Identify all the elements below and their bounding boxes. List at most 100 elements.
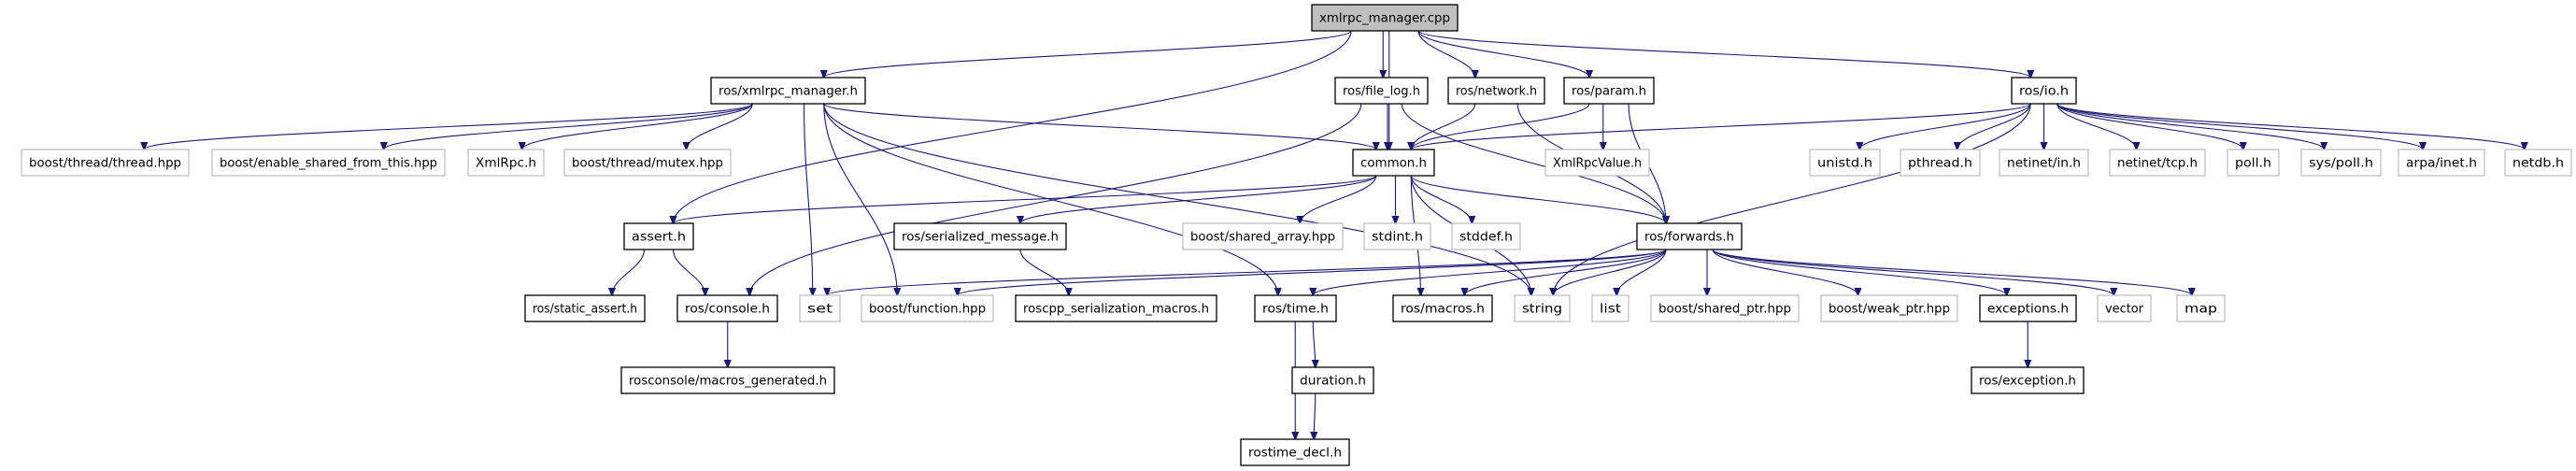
node-ros-exception-h[interactable]: ros/exception.h	[1971, 366, 2085, 394]
node-label: netdb.h	[2512, 157, 2564, 171]
node-box	[1291, 366, 1374, 394]
node-box	[2011, 77, 2077, 105]
node-ros-console-h[interactable]: ros/console.h	[676, 294, 778, 322]
node-box	[1182, 222, 1344, 250]
node-box	[1514, 294, 1571, 322]
node-rosconsole-macros-generated-h[interactable]: rosconsole/macros_generated.h	[620, 366, 835, 394]
node-label: map	[2185, 303, 2217, 317]
edge-xmlrpc-manager-cpp-to-ros-network-h	[1417, 30, 1475, 78]
node-box	[211, 149, 446, 177]
node-ros-serialized-message-h[interactable]: ros/serialized_message.h	[893, 222, 1067, 250]
node-box	[563, 149, 732, 177]
node-label: roscpp_serialization_macros.h	[1023, 303, 1209, 317]
edge-xmlrpc-manager-cpp-to-ros-xmlrpc-manager-h	[824, 30, 1352, 78]
edge-ros-xmlrpc-manager-h-to-common-h	[823, 103, 1376, 150]
edge-ros-xmlrpc-manager-h-to-boost-thread-mutex-hpp	[687, 103, 753, 150]
edge-ros-param-h-to-common-h	[1411, 103, 1590, 150]
edge-common-h-to-assert-h	[674, 175, 1377, 223]
node-box	[623, 222, 694, 250]
node-box	[710, 77, 866, 105]
node-ros-xmlrpc-manager-h[interactable]: ros/xmlrpc_manager.h	[710, 77, 866, 105]
node-label: boost/shared_ptr.hpp	[1658, 303, 1791, 317]
node-ros-file-log-h[interactable]: ros/file_log.h	[1334, 77, 1429, 105]
node-boost-enable-shared-from-this-hpp: boost/enable_shared_from_this.hpp	[211, 149, 446, 177]
node-label: ros/forwards.h	[1644, 231, 1734, 245]
node-label: list	[1600, 303, 1621, 317]
node-roscpp-serialization-macros-h[interactable]: roscpp_serialization_macros.h	[1015, 294, 1217, 322]
node-rostime-decl-h[interactable]: rostime_decl.h	[1240, 438, 1350, 466]
node-stddef-h: stddef.h	[1451, 222, 1521, 250]
node-label: ros/xmlrpc_manager.h	[719, 85, 858, 99]
node-box	[1015, 294, 1217, 322]
node-label: boost/thread/thread.hpp	[29, 157, 181, 171]
edge-ros-forwards-h-to-string	[1553, 249, 1667, 295]
edge-ros-io-h-to-arpa-inet-h	[2057, 103, 2423, 150]
edge-ros-xmlrpc-manager-h-to-set	[803, 103, 813, 295]
edge-ros-serialized-message-h-to-roscpp-serialization-macros-h	[1019, 249, 1069, 295]
node-ros-macros-h[interactable]: ros/macros.h	[1392, 294, 1493, 322]
node-box	[1363, 222, 1431, 250]
node-sys-poll-h: sys/poll.h	[2300, 149, 2382, 177]
edge-assert-h-to-ros-console-h	[672, 249, 705, 295]
node-string: string	[1514, 294, 1571, 322]
node-label: assert.h	[632, 231, 686, 245]
node-ros-network-h[interactable]: ros/network.h	[1447, 77, 1545, 105]
node-box	[620, 366, 835, 394]
edge-ros-io-h-to-string	[1553, 103, 2031, 295]
node-duration-h[interactable]: duration.h	[1291, 366, 1374, 394]
node-box	[1591, 294, 1630, 322]
edge-xmlrpc-manager-cpp-to-assert-h	[674, 30, 1352, 223]
node-label: boost/weak_ptr.hpp	[1829, 303, 1950, 317]
node-box	[1451, 222, 1521, 250]
edge-ros-file-log-h-to-ros-console-h	[749, 103, 1362, 295]
node-box	[2227, 149, 2280, 177]
node-ros-time-h[interactable]: ros/time.h	[1254, 294, 1337, 322]
node-label: ros/param.h	[1572, 85, 1646, 99]
node-box	[1352, 149, 1435, 177]
node-label: poll.h	[2235, 157, 2271, 171]
node-ros-forwards-h[interactable]: ros/forwards.h	[1636, 222, 1743, 250]
edge-assert-h-to-ros-static-assert-h	[612, 249, 646, 295]
node-exceptions-h[interactable]: exceptions.h	[1979, 294, 2077, 322]
node-boost-thread-mutex-hpp: boost/thread/mutex.hpp	[563, 149, 732, 177]
node-box	[1544, 149, 1650, 177]
edge-ros-xmlrpc-manager-h-to-boost-thread-thread-hpp	[144, 103, 753, 150]
node-ros-param-h[interactable]: ros/param.h	[1563, 77, 1655, 105]
node-box	[1563, 77, 1655, 105]
edge-xmlrpc-manager-cpp-to-ros-io-h	[1417, 30, 2030, 78]
node-xmlrpc-manager-cpp[interactable]: xmlrpc_manager.cpp	[1311, 4, 1459, 32]
node-label: rostime_decl.h	[1248, 447, 1342, 461]
edge-ros-forwards-h-to-map	[1712, 249, 2192, 295]
node-box	[1636, 222, 1743, 250]
node-label: arpa/inet.h	[2406, 157, 2477, 171]
node-ros-io-h[interactable]: ros/io.h	[2011, 77, 2077, 105]
node-ros-static-assert-h[interactable]: ros/static_assert.h	[524, 294, 646, 322]
edge-ros-file-log-h-to-ros-forwards-h	[1401, 103, 1666, 223]
node-boost-function-hpp: boost/function.hpp	[861, 294, 994, 322]
node-label: ros/static_assert.h	[533, 303, 637, 317]
node-box	[1809, 149, 1881, 177]
node-label: pthread.h	[1908, 157, 1972, 171]
node-poll-h: poll.h	[2227, 149, 2280, 177]
node-boost-shared-ptr-hpp: boost/shared_ptr.hpp	[1650, 294, 1800, 322]
edge-ros-forwards-h-to-list	[1616, 249, 1667, 295]
node-label: xmlrpc_manager.cpp	[1319, 12, 1450, 26]
node-unistd-h: unistd.h	[1809, 149, 1881, 177]
node-common-h[interactable]: common.h	[1352, 149, 1435, 177]
node-label: vector	[2105, 303, 2144, 317]
node-assert-h[interactable]: assert.h	[623, 222, 694, 250]
edge-ros-io-h-to-netdb-h	[2057, 103, 2525, 150]
edge-ros-forwards-h-to-boost-function-hpp	[958, 249, 1667, 295]
node-label: ros/io.h	[2019, 85, 2069, 99]
node-box	[861, 294, 994, 322]
edge-xmlrpc-manager-cpp-to-ros-param-h	[1417, 30, 1589, 78]
node-stdint-h: stdint.h	[1363, 222, 1431, 250]
node-label: ros/console.h	[685, 303, 770, 317]
node-box	[1311, 4, 1459, 32]
node-label: string	[1522, 303, 1562, 317]
node-xmlrpc-h: XmlRpc.h	[467, 149, 545, 177]
node-box	[1820, 294, 1958, 322]
node-map: map	[2176, 294, 2226, 322]
edge-common-h-to-ros-serialized-message-h	[1020, 175, 1377, 223]
